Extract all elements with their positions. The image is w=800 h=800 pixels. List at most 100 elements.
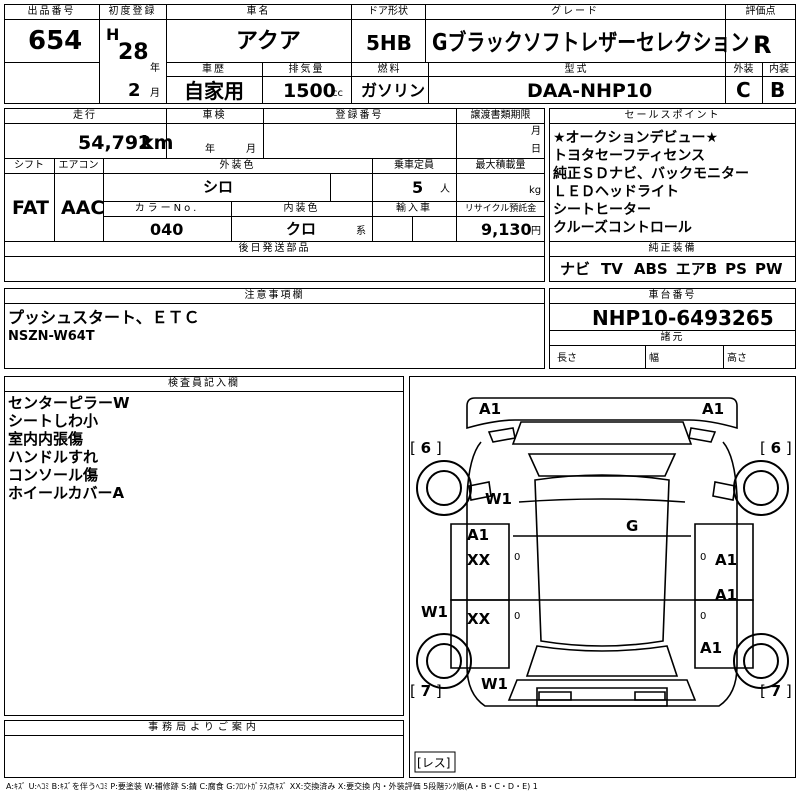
chassis-number-label: 車台番号 <box>648 290 697 301</box>
mark-door-fl-top: A1 <box>467 526 490 544</box>
windshield-outline <box>527 453 677 477</box>
shift-label: シフト <box>14 160 44 171</box>
standard-equipment-label: 純正装備 <box>648 243 697 254</box>
selling-point-item: クルーズコントロール <box>553 220 692 236</box>
chassis-section <box>549 288 796 369</box>
mark-tire-marker-2: 0 <box>700 552 707 563</box>
notes-label: 注意事項欄 <box>244 290 305 301</box>
office-section <box>4 720 404 778</box>
exterior-color: シロ <box>203 178 234 196</box>
grade-value: Gブラックソフトレザーセレクション <box>432 30 750 56</box>
right-rear-door-outline <box>694 599 754 669</box>
mileage-value: 54,792 <box>78 132 152 154</box>
height-label: 高さ <box>727 353 747 364</box>
equipment-item: TV <box>601 260 623 278</box>
inspector-note-item: センターピラーW <box>8 394 130 412</box>
history-label: 車歴 <box>202 64 226 75</box>
header-section <box>4 4 796 104</box>
registration-number-label: 登録番号 <box>335 110 384 121</box>
recycle-deposit-value: 9,130 <box>481 220 532 239</box>
mileage-unit: km <box>141 132 174 154</box>
lot-number-label: 出品番号 <box>27 6 76 17</box>
inspector-note-item: ハンドルすれ <box>8 448 99 466</box>
wheel-front-left <box>416 460 472 516</box>
inspection-month-unit: 月 <box>246 144 256 155</box>
transfer-month-unit: 月 <box>531 126 541 137</box>
mark-front-left: A1 <box>479 400 502 418</box>
score-value: R <box>753 31 772 59</box>
month-unit: 月 <box>150 88 160 99</box>
mark-tire-rear-right: [ 7 ] <box>760 682 792 700</box>
mark-rear-quarter-right: A1 <box>715 586 738 604</box>
selling-point-item: ★オークションデビュー★ <box>553 130 719 146</box>
inspector-note-item: 室内内張傷 <box>8 430 84 448</box>
mileage-label: 走行 <box>73 110 97 121</box>
fuel-value: ガソリン <box>361 81 426 100</box>
mark-tire-marker-4: 0 <box>700 611 707 622</box>
max-load-unit: kg <box>529 185 542 196</box>
color-number: 040 <box>150 220 184 239</box>
tire-rl-value: 7 <box>420 682 432 700</box>
inspector-notes-label: 検査員記入欄 <box>168 378 240 389</box>
mark-tire-front-left: [ 6 ] <box>410 439 442 457</box>
wheel-rear-right <box>733 633 789 689</box>
specifications-label: 諸元 <box>660 332 685 343</box>
exterior-color-label: 外装色 <box>219 160 256 171</box>
mark-door-fr: A1 <box>715 551 738 569</box>
body-outline <box>466 441 738 707</box>
registration-year: 28 <box>118 40 149 65</box>
mark-door-rl: XX <box>467 610 491 628</box>
displacement-label: 排気量 <box>288 64 325 75</box>
later-shipped-parts-label: 後日発送部品 <box>238 243 311 254</box>
car-name-label: 車名 <box>246 6 271 17</box>
specs-section <box>4 108 545 282</box>
rear-window-outline <box>525 645 679 677</box>
wheel-front-right <box>733 460 789 516</box>
mark-left-side: W1 <box>421 603 448 621</box>
mark-rear-left: W1 <box>481 675 508 693</box>
equipment-item: ABS <box>633 260 668 278</box>
chassis-number: NHP10-6493265 <box>592 306 774 330</box>
equipment-item: PS <box>725 260 747 278</box>
selling-point-item: 純正ＳＤナビ、バックモニター <box>553 166 749 182</box>
recycle-deposit-unit: 円 <box>531 226 541 237</box>
selling-point-item: ＬＥＤヘッドライト <box>553 184 679 200</box>
transfer-day-unit: 日 <box>531 144 541 155</box>
year-unit: 年 <box>150 63 160 74</box>
door-type-label: ドア形状 <box>368 6 408 17</box>
wheel-rear-left <box>416 633 472 689</box>
tire-fr-value: 6 <box>770 439 782 457</box>
equipment-item: ナビ <box>560 260 591 278</box>
rear-gate-outline <box>507 679 697 701</box>
roof-outline <box>534 474 670 647</box>
shift-value: FAT <box>12 197 49 219</box>
selling-point-item: トヨタセーフティセンス <box>553 148 706 164</box>
ac-value: AAC <box>61 197 105 219</box>
mark-tire-marker-1: 0 <box>514 552 521 563</box>
notes-line-1: プッシュスタート、ＥＴＣ <box>8 308 200 327</box>
selling-point-item: シートヒーター <box>553 202 651 218</box>
capacity-label: 乗車定員 <box>394 160 434 171</box>
ac-label: エアコン <box>58 160 99 171</box>
inspector-note-item: コンソール傷 <box>8 466 99 484</box>
import-car-label: 輸入車 <box>396 203 432 214</box>
max-load-label: 最大積載量 <box>475 160 526 171</box>
fuel-label: 燃料 <box>377 64 402 75</box>
exterior-grade-label: 外装 <box>733 64 754 75</box>
transfer-deadline-label: 譲渡書類期限 <box>470 110 531 121</box>
interior-grade-label: 内装 <box>769 64 789 75</box>
interior-grade: B <box>770 78 786 102</box>
mark-tire-marker-3: 0 <box>514 611 521 622</box>
width-label: 幅 <box>649 353 659 364</box>
exterior-grade: C <box>736 78 751 102</box>
hood-outline <box>511 421 693 445</box>
rear-bumper-outline <box>536 687 668 707</box>
inspection-year-unit: 年 <box>205 144 215 155</box>
capacity-unit: 人 <box>440 184 450 195</box>
mark-door-fl-bottom: XX <box>467 551 491 569</box>
inspection-label: 車検 <box>202 110 227 121</box>
first-registration-label: 初度登録 <box>108 6 157 17</box>
inspector-section <box>4 376 404 716</box>
notes-line-2: NSZN-W64T <box>8 329 95 344</box>
